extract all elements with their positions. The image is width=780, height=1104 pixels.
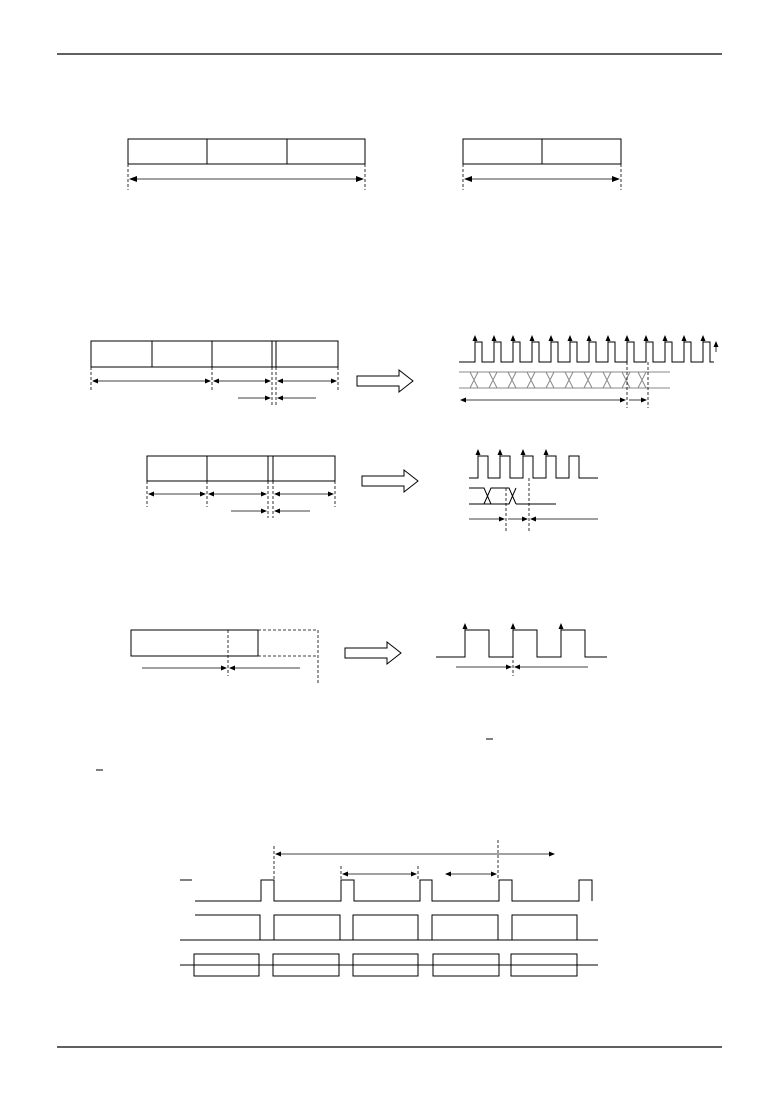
frame-diagram-long [90,340,339,405]
waveform-clock-data-1 [459,335,719,408]
timing-diagram-frames-row2 [180,953,598,977]
frame-diagram-single [130,629,319,683]
waveform-pulse [436,623,607,676]
timing-diagram-frames-row1 [180,914,598,941]
hollow-arrow-3 [344,640,402,666]
frame-diagram-medium [146,455,336,518]
frame-diagram-two-field [462,138,622,190]
waveform-clock-data-2 [469,449,598,532]
frame-diagram-three-field [127,138,366,190]
hollow-arrow-2 [361,468,419,494]
timing-diagram-strobe [180,840,593,902]
hollow-arrow-1 [356,368,414,394]
